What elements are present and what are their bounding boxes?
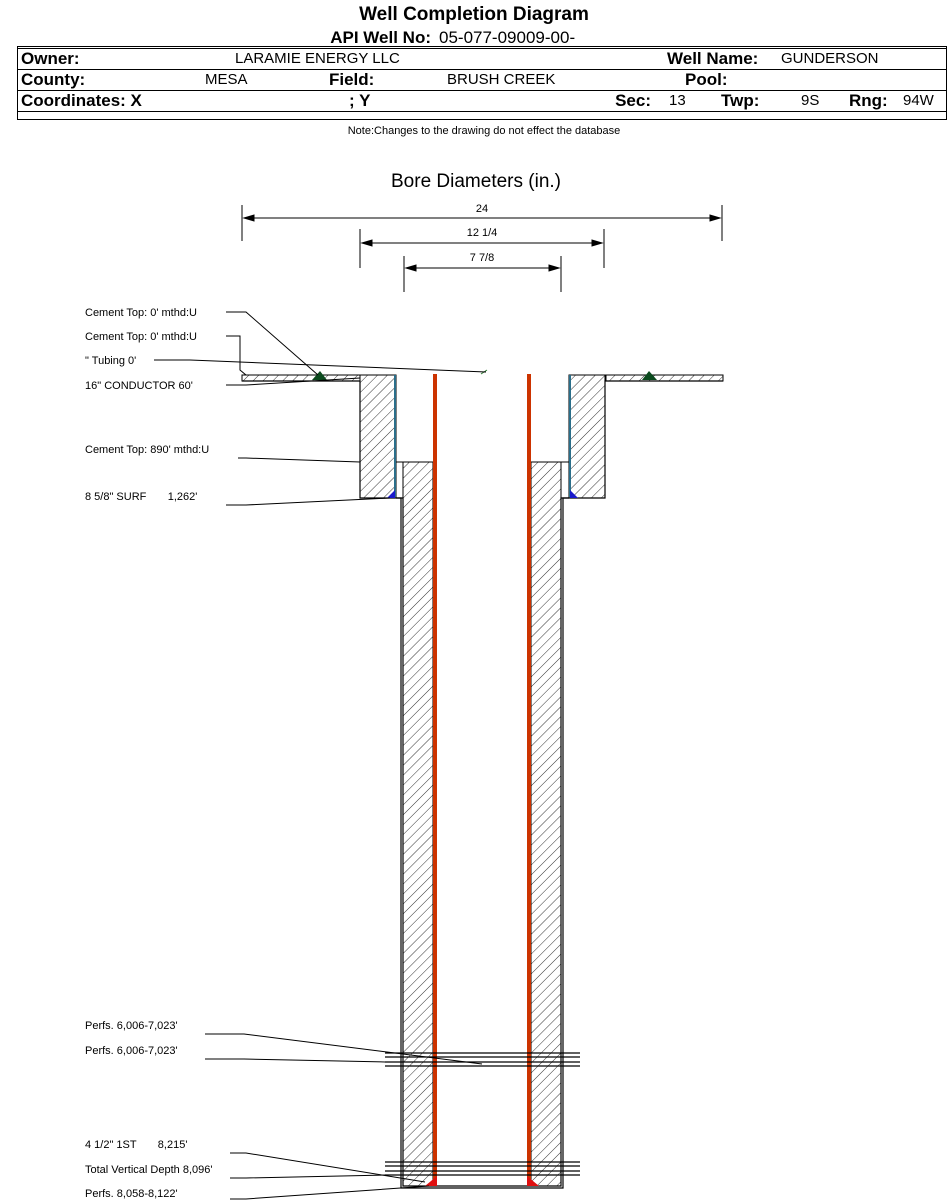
production-shoe-markers bbox=[425, 1176, 539, 1186]
label-production-casing: 4 1/2" 1ST 8,215' bbox=[85, 1139, 187, 1151]
surface-shoe-markers bbox=[387, 490, 578, 498]
annotation-labels: Cement Top: 0' mthd:U Cement Top: 0' mth… bbox=[85, 307, 212, 1200]
field-value: BRUSH CREEK bbox=[447, 71, 556, 88]
bore-dimension-24 bbox=[241, 205, 723, 241]
twp-value: 9S bbox=[801, 92, 820, 109]
annotation-leaders bbox=[154, 311, 487, 1200]
county-label: County: bbox=[21, 70, 86, 89]
database-note: Note:Changes to the drawing do not effec… bbox=[347, 125, 621, 137]
county-value: MESA bbox=[205, 71, 248, 88]
header-row-api: API Well No: 05-077-09009-00- bbox=[17, 28, 947, 49]
rng-label: Rng: bbox=[849, 91, 888, 110]
label-cement-top-0-b: Cement Top: 0' mthd:U bbox=[85, 331, 197, 343]
label-perfs-upper-a: Perfs. 6,006-7,023' bbox=[85, 1020, 178, 1032]
label-perfs-upper-b: Perfs. 6,006-7,023' bbox=[85, 1045, 178, 1057]
bore-outline bbox=[242, 380, 723, 1189]
label-tubing: " Tubing 0' bbox=[85, 355, 136, 367]
surface-casing bbox=[394, 375, 571, 497]
api-value: 05-077-09009-00- bbox=[439, 28, 576, 47]
header-row-county: County: MESA Field: BRUSH CREEK Pool: bbox=[17, 69, 947, 91]
well-name-label: Well Name: bbox=[667, 49, 759, 68]
owner-label: Owner: bbox=[21, 49, 80, 68]
sec-label: Sec: bbox=[615, 91, 651, 110]
pool-label: Pool: bbox=[685, 70, 728, 89]
twp-label: Twp: bbox=[721, 91, 760, 110]
header-row-owner: Owner: LARAMIE ENERGY LLC Well Name: GUN… bbox=[17, 48, 947, 70]
well-name-value: GUNDERSON bbox=[781, 50, 879, 67]
field-label: Field: bbox=[329, 70, 375, 89]
label-surface-casing: 8 5/8" SURF 1,262' bbox=[85, 491, 197, 503]
surface-cement bbox=[359, 374, 606, 499]
bore-dimension-12-1-4 bbox=[359, 229, 605, 268]
well-header-table: API Well No: 05-077-09009-00- Owner: LAR… bbox=[17, 28, 947, 112]
bore-dimension-7-7-8 bbox=[403, 256, 562, 292]
perforations-upper bbox=[385, 1052, 580, 1067]
production-cement bbox=[396, 461, 569, 1187]
bore-diameters-title: Bore Diameters (in.) bbox=[391, 171, 561, 192]
rng-value: 94W bbox=[903, 92, 934, 109]
tubing-string bbox=[433, 374, 531, 1186]
sec-value: 13 bbox=[669, 92, 686, 109]
coord-x-label: Coordinates: X bbox=[21, 91, 142, 110]
label-conductor: 16" CONDUCTOR 60' bbox=[85, 380, 193, 392]
header-row-coordinates: Coordinates: X ; Y Sec: 13 Twp: 9S Rng: … bbox=[17, 90, 947, 112]
bore-label-7-7-8: 7 7/8 bbox=[470, 252, 494, 264]
perforations-lower bbox=[385, 1161, 580, 1176]
label-cement-top-0-a: Cement Top: 0' mthd:U bbox=[85, 307, 197, 319]
coord-y-label: ; Y bbox=[349, 91, 371, 110]
bore-label-24: 24 bbox=[476, 203, 488, 215]
page-title: Well Completion Diagram bbox=[359, 4, 589, 25]
label-cement-top-890: Cement Top: 890' mthd:U bbox=[85, 444, 209, 456]
owner-value: LARAMIE ENERGY LLC bbox=[235, 50, 400, 67]
api-label: API Well No: bbox=[330, 28, 431, 47]
label-total-vertical-depth: Total Vertical Depth 8,096' bbox=[85, 1164, 212, 1176]
bore-label-12-1-4: 12 1/4 bbox=[467, 227, 498, 239]
label-perfs-lower: Perfs. 8,058-8,122' bbox=[85, 1188, 178, 1200]
